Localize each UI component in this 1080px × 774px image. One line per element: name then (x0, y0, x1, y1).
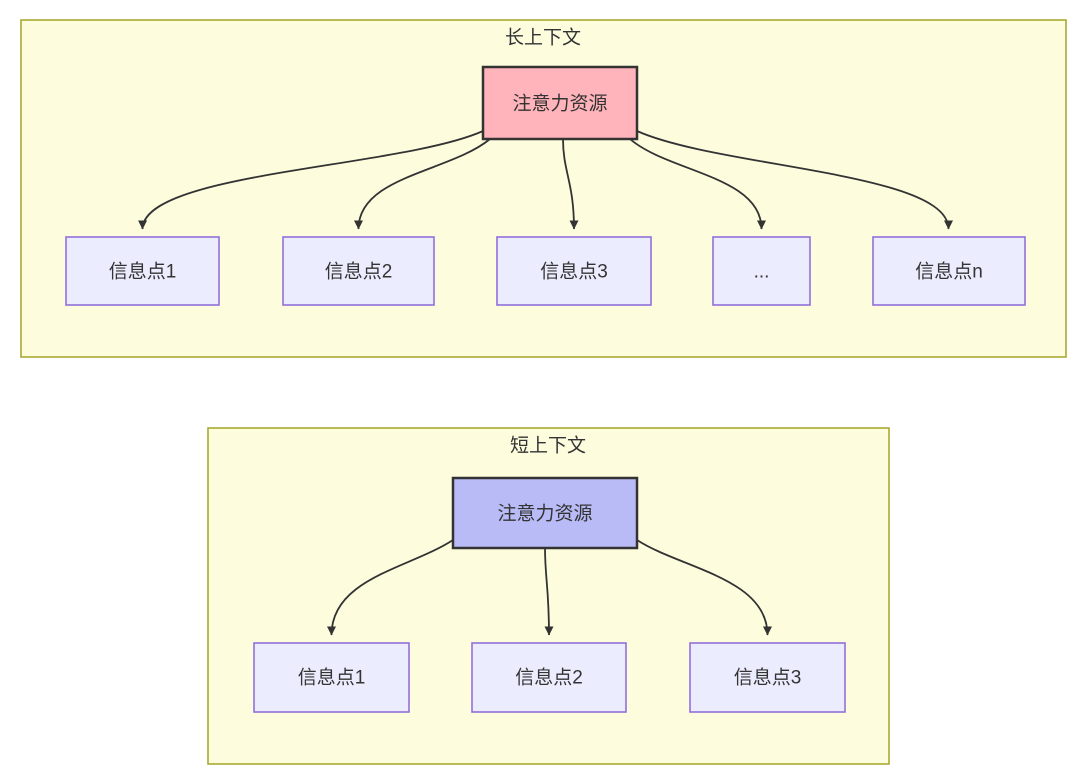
long-context-arrows (138, 130, 953, 230)
arrow-short-to-info2 (544, 547, 554, 636)
info-node-short-2-label: 信息点2 (515, 667, 583, 689)
info-node-long-n (872, 236, 1026, 306)
short-context-info-nodes (253, 642, 846, 713)
info-node-long-1 (65, 236, 220, 306)
info-node-long-1-label: 信息点1 (109, 261, 177, 283)
info-node-long-3-label: 信息点3 (540, 261, 608, 283)
short-context-arrows (327, 539, 772, 636)
arrow-long-to-info2 (354, 138, 491, 230)
attention-node-short (451, 476, 639, 550)
short-context-group: 短上下文 注意力资源 信息点1 信息点2 信息点3 (207, 427, 890, 765)
info-node-long-2 (282, 236, 435, 306)
info-node-long-2-label: 信息点2 (325, 261, 393, 283)
attention-node-long (481, 65, 639, 141)
info-node-long-dots (712, 236, 811, 306)
arrow-short-to-info1 (327, 539, 454, 636)
arrow-long-to-info-n (636, 130, 953, 230)
info-node-short-3 (689, 642, 846, 713)
info-node-short-2 (471, 642, 627, 713)
info-node-long-n-label: 信息点n (915, 261, 983, 283)
info-node-short-1 (253, 642, 410, 713)
long-context-info-labels: 信息点1 信息点2 信息点3 ... 信息点n (109, 261, 983, 283)
arrow-long-to-info3 (562, 138, 579, 230)
long-context-group: 长上下文 注意力资源 信息点1 信息点2 (20, 19, 1067, 358)
long-context-title: 长上下文 (505, 27, 581, 49)
arrow-short-to-info3 (636, 539, 772, 636)
short-context-title: 短上下文 (510, 435, 586, 457)
info-node-short-3-label: 信息点3 (734, 667, 802, 689)
arrow-long-to-info1 (138, 130, 484, 230)
attention-node-long-label: 注意力资源 (512, 93, 607, 115)
info-node-short-1-label: 信息点1 (298, 667, 366, 689)
arrow-long-to-info-dots (629, 138, 766, 230)
long-context-info-nodes (65, 236, 1026, 306)
info-node-long-3 (496, 236, 652, 306)
info-node-long-dots-label: ... (754, 262, 770, 283)
attention-node-short-label: 注意力资源 (497, 503, 592, 525)
short-context-info-labels: 信息点1 信息点2 信息点3 (298, 667, 802, 689)
